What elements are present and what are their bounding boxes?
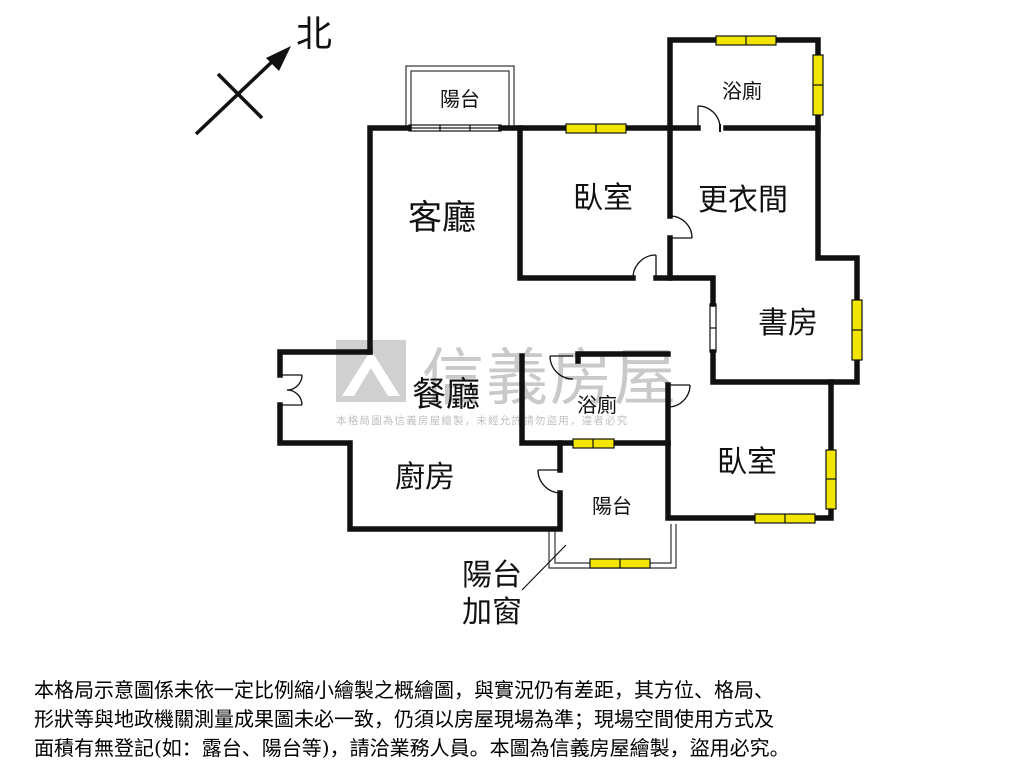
floor-plan: 信義房屋 本格局圖為信義房屋繪製，未經允許請勿盜用，違者必究 北 [194,14,863,630]
disclaimer-line-1: 本格局示意圖係未依一定比例縮小繪製之概繪圖，與實況仍有差距，其方位、格局、 [34,678,774,702]
windows [565,35,863,569]
room-label-bedroom-2: 臥室 [717,445,777,480]
disclaimer-line-3: 面積有無登記(如：露台、陽台等)，請洽業務人員。本圖為信義房屋繪製，盜用必究。 [34,736,790,760]
room-label-study: 書房 [758,306,818,341]
room-label-walk-in-closet: 更衣間 [698,183,788,218]
doors [280,105,721,494]
window [812,54,824,116]
north-arrow-icon [266,46,291,71]
room-label-bath-mid: 浴廁 [577,393,617,417]
door-icon [669,215,693,239]
compass-label: 北 [296,14,332,55]
window [589,558,651,569]
door-icon [537,469,561,494]
disclaimer: 本格局示意圖係未依一定比例縮小繪製之概繪圖，與實況仍有差距，其方位、格局、 形狀… [34,676,994,763]
window [825,449,837,510]
window [851,299,863,361]
annotation-leader-line [521,544,567,591]
sliding-door [709,303,717,353]
window [754,513,816,524]
window [572,438,615,449]
window [565,123,627,134]
room-label-kitchen: 廚房 [395,460,455,495]
door-icon [549,355,574,380]
watermark-notice: 本格局圖為信義房屋繪製，未經允許請勿盜用，違者必究 [336,414,629,427]
walls [277,37,860,532]
annotation-line-2: 加窗 [462,595,522,630]
room-labels: 陽台 浴廁 客廳 臥室 更衣間 書房 餐廳 浴廁 臥室 廚房 陽台 [395,79,818,518]
room-label-living-room: 客廳 [408,198,476,238]
room-label-balcony-bottom: 陽台 [592,494,632,518]
window [715,35,777,46]
room-label-balcony-top: 陽台 [440,87,480,111]
compass-cross-line [216,72,264,120]
balcony-window-annotation: 陽台 加窗 [462,544,567,630]
north-compass: 北 [194,14,332,136]
room-label-dining-room: 餐廳 [412,375,480,415]
disclaimer-line-2: 形狀等與地政機關測量成果圖未必一致，仍須以房屋現場為準；現場空間使用方式及 [34,707,774,731]
sliding-door [408,124,502,132]
room-label-bath-top: 浴廁 [722,79,762,103]
door-icon [280,374,303,406]
annotation-line-1: 陽台 [462,558,522,593]
room-label-bedroom-1: 臥室 [573,181,633,216]
door-icon [667,384,691,408]
door-icon [632,254,657,279]
door-icon [697,105,721,132]
compass-arrow-line [194,56,278,136]
